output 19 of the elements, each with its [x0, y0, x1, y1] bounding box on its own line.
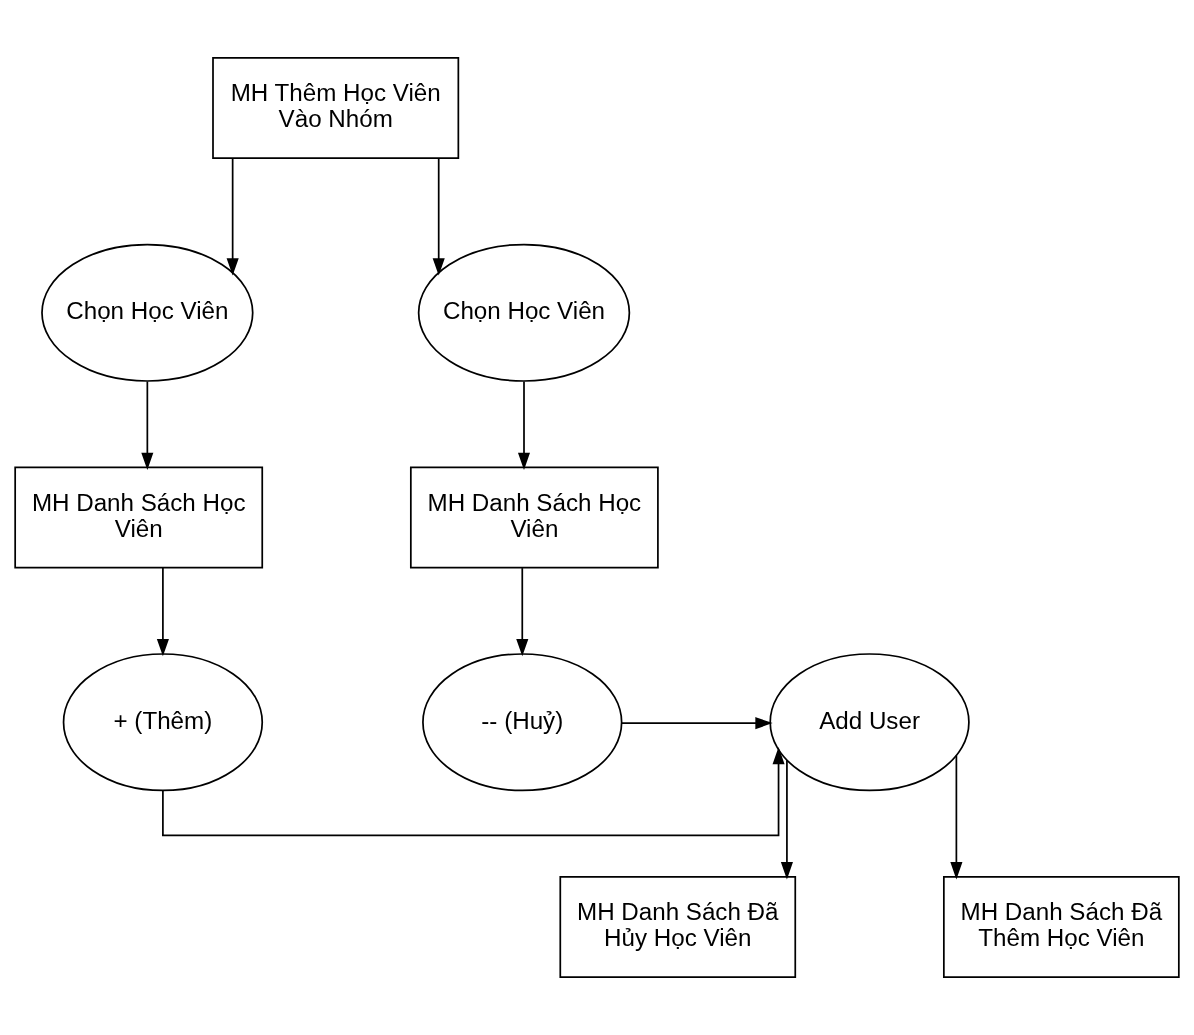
node-ellipse: Chọn Học Viên [41, 243, 254, 382]
node-box: MH Danh Sách Học Viên [14, 466, 264, 569]
arrow [432, 157, 445, 276]
arrow [780, 759, 793, 880]
arrow [226, 157, 239, 276]
arrow [141, 380, 154, 470]
node-box: MH Thêm Học Viên Vào Nhóm [212, 57, 460, 159]
arrow [620, 717, 773, 730]
arrow [950, 754, 963, 880]
node-box: MH Danh Sách Đã Thêm Học Viên [943, 876, 1180, 978]
node-ellipse: -- (Huỷ) [422, 653, 623, 792]
node-box: MH Danh Sách Đã Hủy Học Viên [559, 876, 797, 978]
node-ellipse: Chọn Học Viên [417, 243, 631, 382]
node-box: MH Danh Sách Học Viên [409, 466, 659, 569]
arrow [517, 380, 531, 470]
arrow [162, 747, 785, 837]
arrow [516, 567, 529, 657]
arrow [156, 567, 169, 657]
node-ellipse: + (Thêm) [62, 653, 264, 792]
